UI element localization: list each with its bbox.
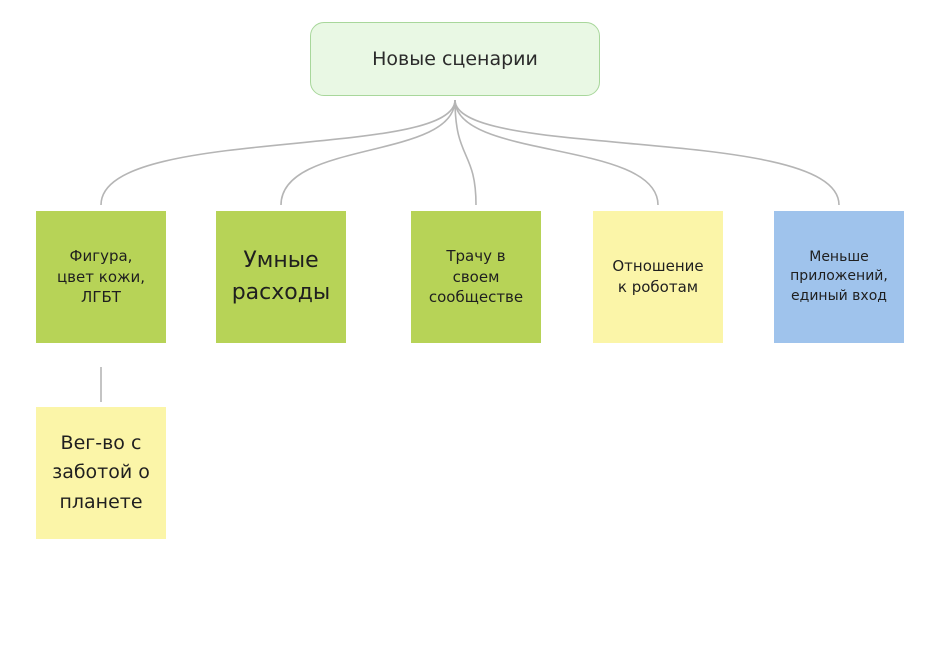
sticky-note-fewer-apps-single-login[interactable]: Меньше приложений, единый вход [774,211,904,343]
sticky-note-label: Умные расходы [231,248,331,305]
connector-root-to-note-3 [454,99,477,206]
sticky-note-attitude-to-robots[interactable]: Отношение к роботам [593,211,723,343]
sticky-note-spend-in-community[interactable]: Трачу в своем сообществе [411,211,541,343]
sticky-note-vegan-planet-care[interactable]: Вег-во с заботой о планете [36,407,166,539]
sticky-note-label: Вег-во с заботой о планете [52,431,150,513]
sticky-note-label: Отношение к роботам [612,257,704,296]
sticky-note-figure-skin-lgbt[interactable]: Фигура, цвет кожи, ЛГБТ [36,211,166,343]
sticky-note-smart-spending[interactable]: Умные расходы [216,211,346,343]
connector-root-to-note-4 [454,99,659,206]
root-node[interactable]: Новые сценарии [310,22,600,96]
sticky-note-label: Меньше приложений, единый вход [790,249,888,304]
sticky-note-label: Трачу в своем сообществе [428,246,524,307]
sticky-note-label: Фигура, цвет кожи, ЛГБТ [56,246,146,307]
root-node-label: Новые сценарии [372,48,538,70]
connector-root-to-note-2 [280,99,456,206]
connector-root-to-note-1 [100,99,456,206]
connector-root-to-note-5 [454,99,840,206]
